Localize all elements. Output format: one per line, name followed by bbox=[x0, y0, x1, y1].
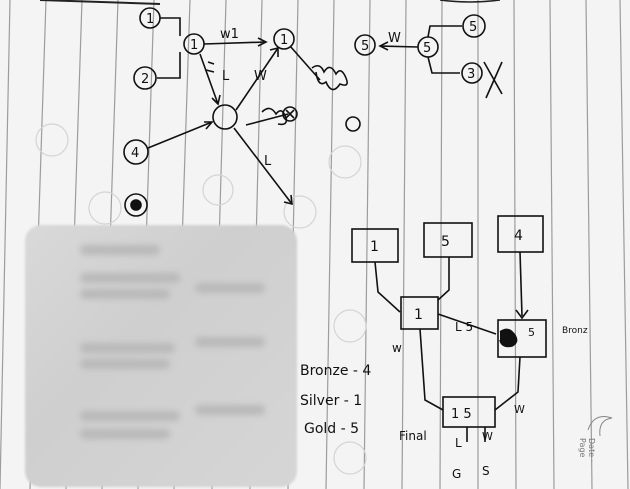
tree-node-2: 2 bbox=[141, 72, 149, 87]
bracket-box-1: 1 bbox=[370, 239, 379, 255]
tree-node-5c: 5 bbox=[361, 39, 369, 54]
tree-node-1b: 1 bbox=[190, 38, 198, 53]
bracket-final-box: 1 5 bbox=[451, 407, 472, 422]
bracket-label-w2: W bbox=[514, 403, 525, 416]
medal-silver: Silver - 1 bbox=[300, 393, 362, 409]
bracket-label-final: Final bbox=[399, 429, 427, 443]
bracket-diagram bbox=[351, 215, 547, 442]
tree-node-5b: 5 bbox=[423, 41, 431, 56]
final-label-l: L bbox=[455, 436, 462, 450]
redacted-area bbox=[25, 225, 297, 487]
edge-label-l: L bbox=[222, 69, 230, 84]
under-final-s: S bbox=[482, 464, 490, 478]
medal-list: Bronze - 4 Silver - 1 Gold - 5 bbox=[300, 363, 371, 437]
edge-label-w-right: W bbox=[388, 31, 401, 46]
tree-node-3: 3 bbox=[467, 67, 475, 82]
bracket-label-l5: L 5 bbox=[455, 320, 473, 334]
under-final-g: G bbox=[452, 467, 461, 481]
tree-node-4: 4 bbox=[131, 146, 139, 161]
medal-bronze: Bronze - 4 bbox=[300, 363, 371, 379]
tree-diagram bbox=[123, 7, 503, 217]
tree-node-labels: 1 2 1 4 1 5 5 5 3 w1 L W L W bbox=[131, 12, 477, 169]
tree-node-1c: 1 bbox=[280, 33, 288, 48]
bracket-box-5: 5 bbox=[441, 234, 450, 250]
edge-label-l-lower: L bbox=[264, 154, 272, 169]
tree-node-1a: 1 bbox=[146, 12, 154, 27]
edge-label-w1: w1 bbox=[220, 27, 239, 42]
edge-label-w: W bbox=[254, 69, 267, 84]
notebook-logo bbox=[587, 416, 613, 437]
bracket-mid-box: 1 bbox=[414, 307, 423, 323]
medal-gold: Gold - 5 bbox=[304, 421, 359, 437]
bracket-label-w: w bbox=[392, 341, 402, 355]
page-date-watermark: Date · Page bbox=[578, 438, 596, 463]
bracket-mid-right-box: 5 bbox=[528, 326, 535, 339]
bracket-label-bronze-side: Bronz bbox=[562, 326, 588, 336]
tree-node-5a: 5 bbox=[469, 20, 477, 35]
bracket-labels: 1 5 4 1 5 1 5 w L 5 W Final Bronz L W G … bbox=[370, 228, 588, 481]
final-label-w: W bbox=[482, 430, 493, 443]
bracket-box-4: 4 bbox=[514, 228, 523, 244]
